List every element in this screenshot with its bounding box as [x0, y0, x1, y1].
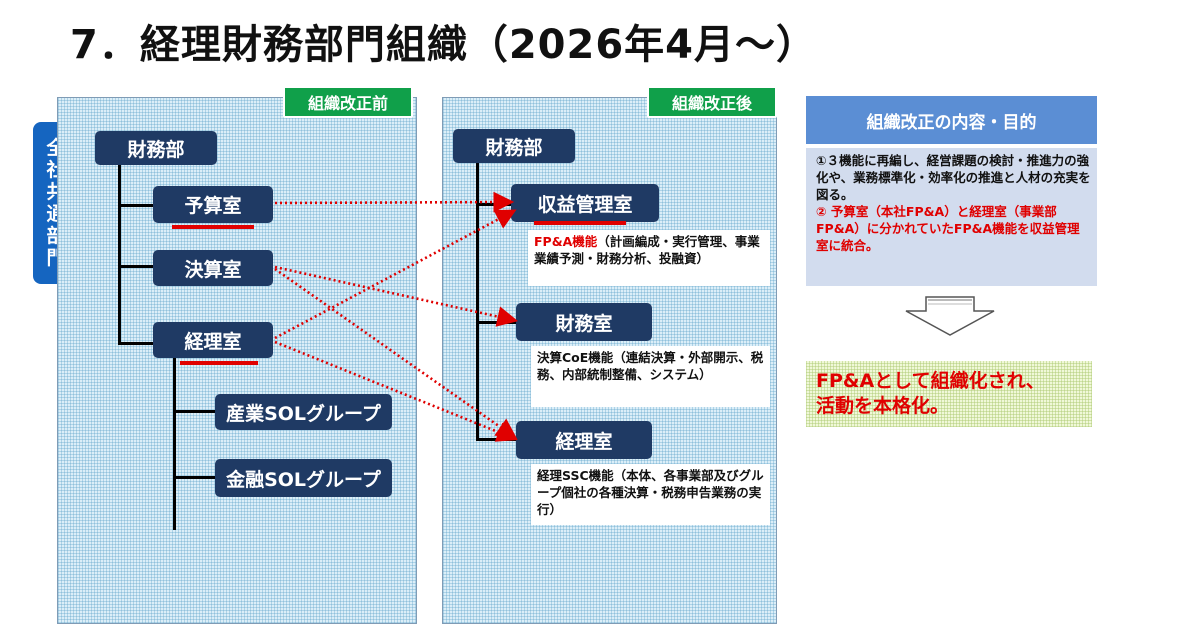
page-title: 7．経理財務部門組織（2026年4月～）: [70, 22, 817, 68]
after-unit-box: 経理室: [516, 421, 652, 459]
after-unit-box: 財務室: [516, 303, 652, 341]
after-tag: 組織改正後: [647, 86, 777, 118]
underline-mark: [534, 221, 626, 225]
fpa-function-label: FP&A機能: [534, 234, 598, 249]
conclusion-line-1: FP&Aとして組織化され、: [816, 370, 1045, 392]
before-unit-box: 経理室: [153, 322, 273, 358]
after-unit-box: 収益管理室: [511, 184, 659, 222]
down-arrow-icon: [905, 296, 995, 336]
before-branch-line: [118, 342, 154, 345]
before-unit-box: 決算室: [153, 250, 273, 286]
arrow-accounting-to-accounting: [274, 340, 518, 442]
before-tag: 組織改正前: [283, 86, 413, 118]
arrow-settlement-to-accounting: [274, 267, 518, 439]
before-branch-line: [173, 410, 215, 413]
after-unit-description: 経理SSC機能（本体、各事業部及びグループ個社の各種決算・税務申告業務の実行）: [531, 464, 770, 525]
fpa-function-text: （計画編成・実行管理、事業業績予測・財務分析、投融資）: [534, 234, 760, 266]
underline-mark: [172, 225, 254, 229]
before-unit-box: 予算室: [153, 186, 273, 223]
arrow-budget-to-revenue: [274, 191, 515, 213]
arrow-settlement-to-finance: [274, 265, 519, 327]
before-group-box: 金融SOLグループ: [215, 459, 392, 497]
purpose-header: 組織改正の内容・目的: [806, 96, 1097, 144]
before-branch-line: [118, 265, 154, 268]
before-branch-line: [173, 476, 215, 479]
conclusion-line-2: 活動を本格化。: [816, 395, 950, 417]
before-trunk-line: [118, 165, 121, 345]
underline-mark: [180, 361, 258, 365]
before-root-box: 財務部: [95, 131, 217, 165]
purpose-point-1: ①３機能に再編し、経営課題の検討・推進力の強化や、業務標準化・効率化の推進と人材…: [816, 153, 1091, 202]
before-branch-line: [118, 204, 154, 207]
purpose-content: ①３機能に再編し、経営課題の検討・推進力の強化や、業務標準化・効率化の推進と人材…: [806, 148, 1097, 286]
before-group-box: 産業SOLグループ: [215, 394, 392, 430]
before-sub-trunk-line: [173, 358, 176, 530]
before-panel: [57, 97, 417, 624]
after-trunk-line: [476, 163, 479, 440]
conclusion-box: FP&Aとして組織化され、 活動を本格化。: [806, 361, 1092, 427]
after-unit-description: FP&A機能（計画編成・実行管理、事業業績予測・財務分析、投融資）: [528, 230, 770, 286]
after-root-box: 財務部: [453, 129, 575, 163]
after-unit-description: 決算CoE機能（連結決算・外部開示、税務、内部統制整備、システム）: [531, 346, 770, 407]
purpose-point-2: ② 予算室（本社FP&A）と経理室（事業部FP&A）に分かれていたFP&A機能を…: [816, 204, 1080, 253]
